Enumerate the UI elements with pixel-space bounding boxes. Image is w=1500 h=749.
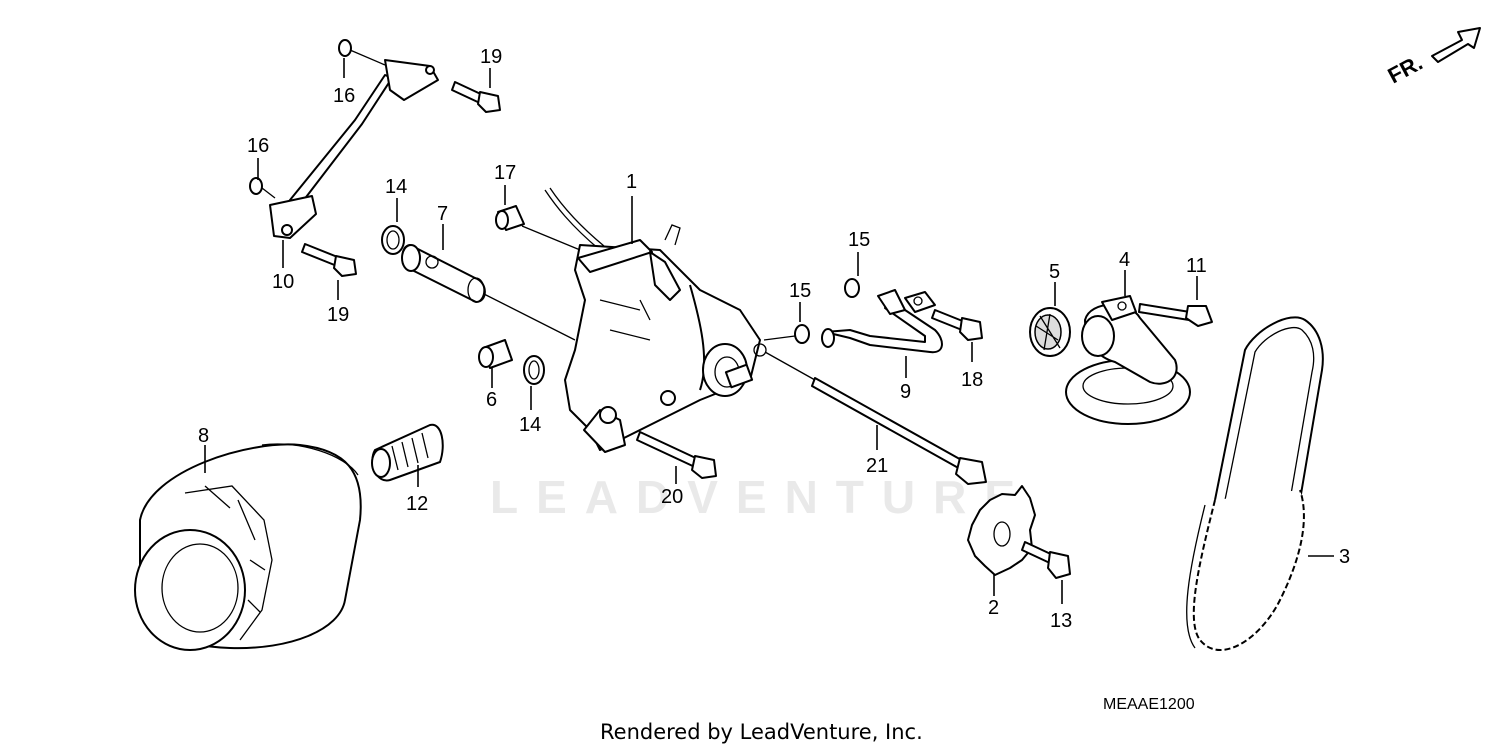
credit-text: Rendered by LeadVenture, Inc. (600, 720, 923, 744)
callout-16-left: 16 (247, 135, 269, 157)
callout-17: 17 (494, 162, 516, 184)
callout-5: 5 (1049, 261, 1060, 283)
callout-13: 13 (1050, 610, 1072, 632)
bolt-19-bottom[interactable] (301, 243, 357, 277)
callout-1: 1 (626, 171, 637, 193)
washer-15-lower[interactable] (794, 324, 810, 344)
front-direction-label: FR. (1384, 50, 1427, 89)
diagram-code: MEAAE1200 (1103, 696, 1195, 713)
oil-strainer-4[interactable] (1065, 295, 1191, 425)
callout-9: 9 (900, 381, 911, 403)
callout-19-top: 19 (480, 46, 502, 68)
callout-15-upper: 15 (848, 229, 870, 251)
bolt-18[interactable] (931, 309, 983, 341)
watermark: LEADVENTURE (490, 471, 1033, 523)
dowel-pin-17[interactable] (495, 205, 525, 231)
callout-21: 21 (866, 455, 888, 477)
oil-pump-collar-7[interactable] (401, 244, 486, 303)
callout-12: 12 (406, 493, 428, 515)
oil-pump-drive-chain[interactable] (1186, 316, 1324, 651)
washer-15-upper[interactable] (844, 278, 860, 298)
callout-2: 2 (988, 597, 999, 619)
callout-15-lower: 15 (789, 280, 811, 302)
washer-16-top[interactable] (338, 39, 352, 57)
callout-16-top: 16 (333, 85, 355, 107)
callout-3: 3 (1339, 546, 1350, 568)
callout-7: 7 (437, 203, 448, 225)
callout-8: 8 (198, 425, 209, 447)
callout-19-bottom: 19 (327, 304, 349, 326)
oil-strainer-screen-5[interactable] (1029, 307, 1071, 357)
washer-16-left[interactable] (249, 177, 263, 195)
callout-10: 10 (272, 271, 294, 293)
callout-18: 18 (961, 369, 983, 391)
bolt-19-top[interactable] (451, 81, 501, 113)
callout-14-lower: 14 (519, 414, 541, 436)
bolt-20[interactable] (636, 431, 717, 479)
callout-6: 6 (486, 389, 497, 411)
callout-11: 11 (1186, 255, 1207, 277)
dowel-pin-6[interactable] (478, 339, 513, 369)
oil-pipe-9[interactable] (821, 289, 943, 354)
oil-pump-sprocket-2[interactable] (967, 485, 1036, 576)
callout-4: 4 (1119, 249, 1130, 271)
bolt-21[interactable] (811, 377, 987, 485)
oil-breather-pipe[interactable] (269, 59, 439, 239)
callout-20: 20 (661, 486, 683, 508)
callout-14-upper: 14 (385, 176, 407, 198)
bolt-13[interactable] (1021, 541, 1071, 579)
bolt-11[interactable] (1138, 303, 1213, 327)
front-direction-arrow-icon: FR. (1384, 27, 1481, 89)
oil-filter[interactable] (134, 443, 362, 651)
o-ring-14-lower[interactable] (523, 355, 545, 385)
oil-pump-assembly[interactable] (544, 187, 767, 453)
o-ring-14-upper[interactable] (381, 225, 405, 255)
oil-filter-boss[interactable] (371, 423, 444, 482)
